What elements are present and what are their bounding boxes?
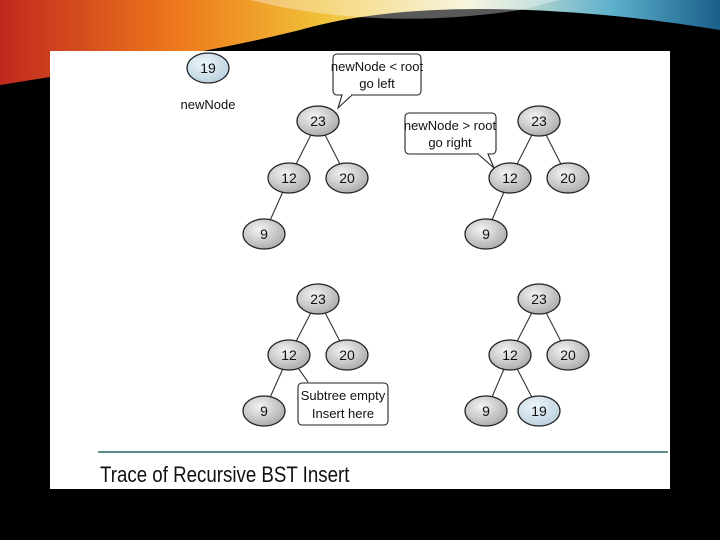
node-value: 12 <box>281 347 297 363</box>
node-value: 12 <box>281 170 297 186</box>
tree-node: 23 <box>296 105 340 137</box>
tree-node: 23 <box>517 283 561 315</box>
tree-node: 12 <box>267 162 311 194</box>
node-value: go right <box>428 135 472 150</box>
node-value: 23 <box>531 291 547 307</box>
bst-diagram: 19 newNode 23 12 20 9 newNode < root go … <box>98 52 668 453</box>
new-node-label: newNode <box>181 97 236 112</box>
callout-go-right: newNode > root go right <box>404 112 497 169</box>
node-value: 23 <box>310 291 326 307</box>
tree-node: 9 <box>464 395 508 427</box>
tree-node: 9 <box>242 395 286 427</box>
node-value: go left <box>359 76 395 91</box>
node-value: Insert here <box>312 406 374 421</box>
tree-node: 23 <box>296 283 340 315</box>
node-value: 19 <box>531 403 547 419</box>
tree-node: 12 <box>488 162 532 194</box>
tree-node: 9 <box>242 218 286 250</box>
node-value: 20 <box>560 347 576 363</box>
node-value: 20 <box>339 170 355 186</box>
tree-node: 12 <box>488 339 532 371</box>
node-value: 9 <box>482 403 490 419</box>
node-value: 12 <box>502 347 518 363</box>
node-value: 23 <box>310 113 326 129</box>
node-value: newNode > root <box>404 118 497 133</box>
node-value: Subtree empty <box>301 388 386 403</box>
slide-content: 19 newNode 23 12 20 9 newNode < root go … <box>50 51 670 489</box>
node-value: 9 <box>260 403 268 419</box>
node-value: 20 <box>339 347 355 363</box>
callout-go-left: newNode < root go left <box>331 53 424 110</box>
node-value: 9 <box>260 226 268 242</box>
new-node: 19 <box>186 52 230 84</box>
tree-node: 20 <box>325 339 369 371</box>
node-value: 12 <box>502 170 518 186</box>
tree-step-3: 23 12 20 9 Subtree empty Insert here <box>242 283 389 427</box>
tree-node: 9 <box>464 218 508 250</box>
callout-insert-here: Subtree empty Insert here <box>297 382 389 426</box>
tree-node: 20 <box>325 162 369 194</box>
inserted-node: 19 <box>517 395 561 427</box>
tree-node: 12 <box>267 339 311 371</box>
node-value: 9 <box>482 226 490 242</box>
tree-node: 20 <box>546 339 590 371</box>
tree-step-1: 23 12 20 9 newNode < root go left <box>242 53 424 250</box>
node-value: 19 <box>200 60 216 76</box>
tree-node: 23 <box>517 105 561 137</box>
tree-step-2: 23 12 20 9 newNode > root go right <box>404 105 590 250</box>
tree-node: 20 <box>546 162 590 194</box>
node-value: 20 <box>560 170 576 186</box>
tree-step-4: 23 12 20 9 19 <box>464 283 590 427</box>
figure-caption: Trace of Recursive BST Insert <box>100 462 350 487</box>
node-value: 23 <box>531 113 547 129</box>
node-value: newNode < root <box>331 59 424 74</box>
